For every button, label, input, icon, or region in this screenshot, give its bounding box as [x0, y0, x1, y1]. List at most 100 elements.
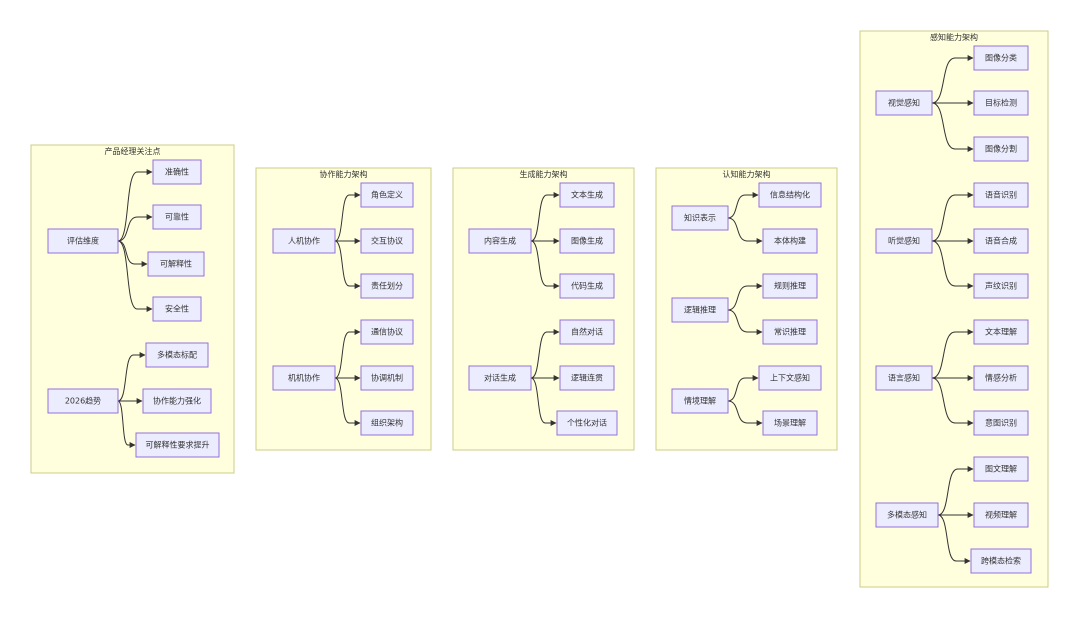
target-node-label: 目标检测 [985, 98, 1017, 108]
source-node: 人机协作 [272, 228, 336, 254]
target-node-label: 图文理解 [985, 464, 1017, 474]
source-node-label: 机机协作 [288, 373, 320, 383]
target-node-label: 可解释性 [160, 259, 192, 269]
target-node-box [973, 228, 1029, 254]
edge-arrow [931, 377, 974, 426]
edge-arrow [530, 240, 560, 289]
target-node-box [762, 273, 818, 299]
target-node: 责任划分 [360, 273, 414, 299]
target-node: 文本生成 [559, 182, 615, 208]
target-node-box [973, 273, 1029, 299]
source-node-box [272, 365, 336, 391]
source-node-label: 语言感知 [888, 373, 920, 383]
source-node-box [468, 365, 532, 391]
source-node-box [272, 228, 336, 254]
target-node-box [147, 251, 205, 277]
target-node-label: 情感分析 [985, 373, 1017, 383]
edge-arrow [334, 377, 361, 426]
edge-arrow [931, 240, 974, 289]
target-node-box [360, 273, 414, 299]
cluster-title: 协作能力架构 [320, 169, 368, 179]
target-node: 本体构建 [762, 228, 818, 254]
target-node-label: 跨模态检索 [981, 556, 1021, 566]
edge-arrow [937, 514, 971, 564]
source-node-box [468, 228, 532, 254]
target-node: 角色定义 [360, 182, 414, 208]
edge-arrow [937, 466, 974, 516]
target-node: 准确性 [152, 159, 202, 185]
cluster-title: 感知能力架构 [930, 32, 978, 42]
cluster-4: 感知能力架构 [859, 30, 1049, 588]
source-node-label: 逻辑推理 [684, 305, 716, 315]
target-node-label: 声纹识别 [985, 281, 1017, 291]
target-node: 可解释性 [147, 251, 205, 277]
target-node: 图文理解 [973, 456, 1029, 482]
edge-arrow [727, 309, 763, 335]
edge-arrow [530, 192, 560, 242]
target-node-box [758, 365, 822, 391]
source-node-box [875, 502, 939, 528]
target-node: 文本理解 [973, 319, 1029, 345]
target-node-box [152, 204, 202, 230]
source-node: 语言感知 [875, 365, 933, 391]
edge-arrow [727, 192, 759, 219]
target-node-box [559, 319, 615, 345]
target-node-box [559, 365, 615, 391]
target-node-box [973, 365, 1029, 391]
cluster-frame [452, 167, 635, 451]
target-node: 自然对话 [559, 319, 615, 345]
source-node-label: 人机协作 [288, 236, 320, 246]
target-node: 跨模态检索 [970, 548, 1032, 574]
source-node-box [671, 388, 729, 414]
source-node: 逻辑推理 [671, 297, 729, 323]
target-node-label: 可解释性要求提升 [146, 440, 210, 450]
source-node: 机机协作 [272, 365, 336, 391]
edge-arrow [117, 352, 146, 402]
target-node-box [973, 410, 1029, 436]
target-node: 上下文感知 [758, 365, 822, 391]
source-node-box [671, 297, 729, 323]
edge-arrow [117, 169, 153, 242]
target-node-box [973, 319, 1029, 345]
target-node-label: 常识推理 [774, 327, 806, 337]
target-node: 常识推理 [762, 319, 818, 345]
target-node-label: 视频理解 [985, 510, 1017, 520]
target-node: 个性化对话 [556, 410, 618, 436]
target-node-box [973, 456, 1029, 482]
target-node-label: 通信协议 [371, 327, 403, 337]
target-node-box [762, 228, 818, 254]
target-node: 代码生成 [559, 273, 615, 299]
target-node-box [360, 365, 414, 391]
cluster-title: 认知能力架构 [723, 169, 771, 179]
target-node-box [360, 228, 414, 254]
target-node-box [970, 548, 1032, 574]
source-node-label: 知识表示 [684, 213, 716, 223]
target-node: 图像分割 [973, 136, 1029, 162]
target-node-label: 逻辑连贯 [571, 373, 603, 383]
source-node-label: 评估维度 [67, 236, 99, 246]
cluster-title: 生成能力架构 [520, 169, 568, 179]
target-node-box [556, 410, 618, 436]
source-node-box [47, 228, 119, 254]
target-node-label: 准确性 [165, 167, 189, 177]
source-node-label: 视觉感知 [888, 98, 920, 108]
source-node-label: 多模态感知 [887, 510, 927, 520]
target-node: 情感分析 [973, 365, 1029, 391]
cluster-2: 生成能力架构 [452, 167, 635, 451]
target-node-box [152, 296, 202, 322]
target-node-label: 语音识别 [985, 190, 1017, 200]
target-node: 图像生成 [559, 228, 615, 254]
source-node-label: 听觉感知 [888, 236, 920, 246]
edge-arrow [727, 400, 763, 426]
target-node-box [559, 182, 615, 208]
source-node-box [671, 205, 729, 231]
source-node: 听觉感知 [875, 228, 933, 254]
edge-arrow [931, 192, 974, 242]
target-node-box [152, 159, 202, 185]
edge-arrow [727, 375, 759, 402]
target-node-label: 本体构建 [774, 236, 806, 246]
target-node: 规则推理 [762, 273, 818, 299]
source-node: 内容生成 [468, 228, 532, 254]
edge-arrow [334, 240, 361, 289]
